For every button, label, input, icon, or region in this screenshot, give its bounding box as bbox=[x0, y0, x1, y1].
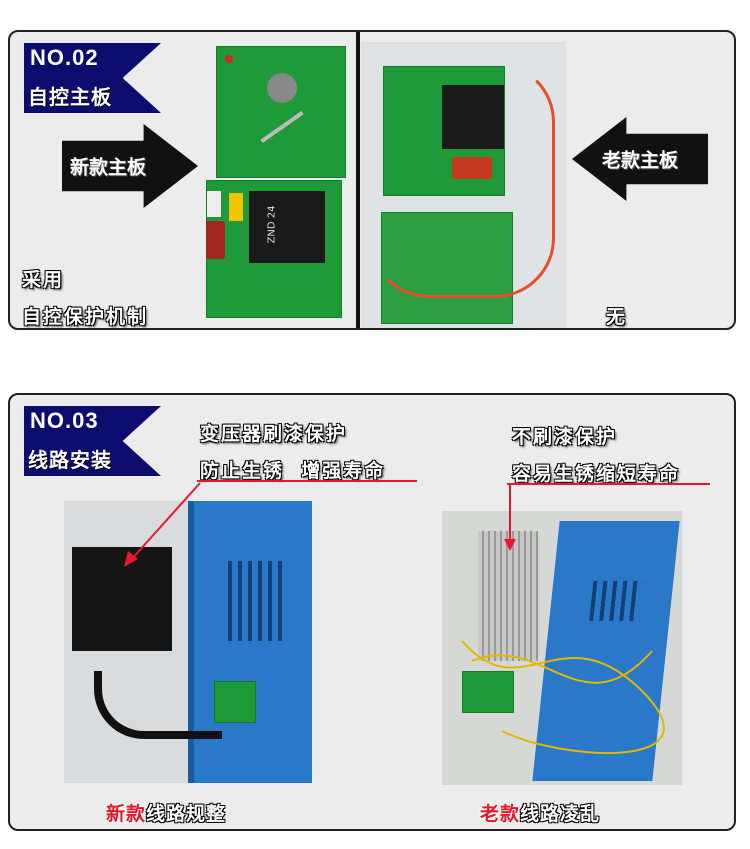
new-board-note-1: 采用 bbox=[22, 269, 65, 291]
badge-number: NO.02 bbox=[30, 45, 99, 70]
old-caption: 老款线路凌乱 bbox=[480, 803, 601, 825]
new-board-label: 新款主板 bbox=[70, 156, 147, 179]
old-wiring-photo bbox=[442, 511, 682, 785]
new-board-note-2: 自控保护机制 bbox=[22, 306, 149, 328]
relay-pcb: ZND 24 bbox=[206, 180, 342, 318]
old-board-note: 无 bbox=[606, 306, 628, 328]
painted-transformer bbox=[72, 547, 172, 651]
wiring-panel: NO.03 线路安装 变压器刷漆保护 防止生锈 增强寿命 不刷漆保护 容易生锈缩… bbox=[8, 393, 736, 831]
badge-title: 自控主板 bbox=[28, 85, 112, 109]
old-underline bbox=[507, 483, 710, 485]
old-pointer-arrow bbox=[504, 485, 516, 551]
new-caption: 新款线路规整 bbox=[106, 803, 227, 825]
new-wiring-photo bbox=[64, 501, 312, 783]
badge-title: 线路安装 bbox=[28, 448, 112, 472]
old-relay bbox=[442, 85, 504, 149]
old-control-pcb bbox=[383, 66, 505, 196]
new-pointer-arrow bbox=[124, 482, 201, 567]
old-board-arrow: 老款主板 bbox=[572, 117, 708, 201]
new-board-arrow: 新款主板 bbox=[62, 124, 198, 208]
badge-number: NO.03 bbox=[30, 408, 99, 433]
new-desc-line2: 防止生锈 增强寿命 bbox=[200, 460, 386, 482]
new-board-photo: ZND 24 bbox=[206, 42, 348, 318]
section-badge: NO.03 线路安装 bbox=[24, 406, 161, 476]
old-desc-line2: 容易生锈缩短寿命 bbox=[512, 463, 681, 485]
new-desc-line1: 变压器刷漆保护 bbox=[200, 423, 348, 445]
relay: ZND 24 bbox=[249, 191, 325, 263]
new-underline bbox=[197, 480, 417, 482]
panel-divider bbox=[356, 32, 360, 328]
old-board-photo bbox=[361, 42, 566, 328]
old-board-label: 老款主板 bbox=[602, 149, 679, 172]
control-pcb bbox=[216, 46, 346, 178]
old-desc-line1: 不刷漆保护 bbox=[512, 426, 618, 448]
section-badge: NO.02 自控主板 bbox=[24, 43, 161, 113]
self-control-board-panel: NO.02 自控主板 新款主板 ZND 24 老款主板 采用 自控保护机制 无 bbox=[8, 30, 736, 330]
unpainted-transformer bbox=[478, 531, 538, 661]
